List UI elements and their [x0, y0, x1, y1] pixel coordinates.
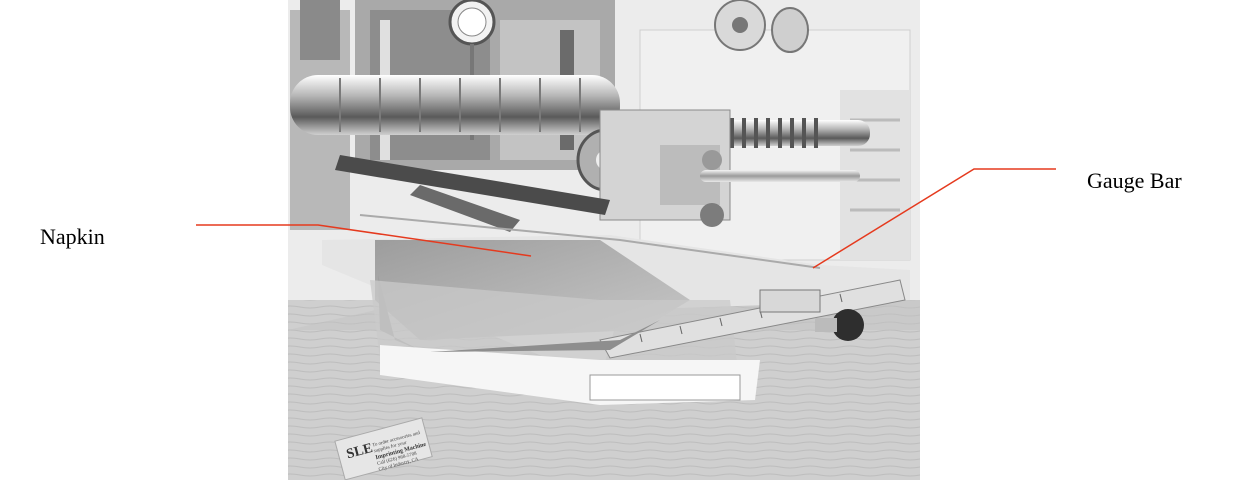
machine-photo: SLE To order accessories and supplies fo… [288, 0, 920, 480]
gauge-bar-label: Gauge Bar [1087, 168, 1182, 193]
gauge-bar-leader-line [812, 168, 1056, 269]
napkin-leader-line [196, 224, 532, 257]
sign-brand: SLE [345, 441, 374, 462]
napkin-label: Napkin [40, 224, 105, 249]
